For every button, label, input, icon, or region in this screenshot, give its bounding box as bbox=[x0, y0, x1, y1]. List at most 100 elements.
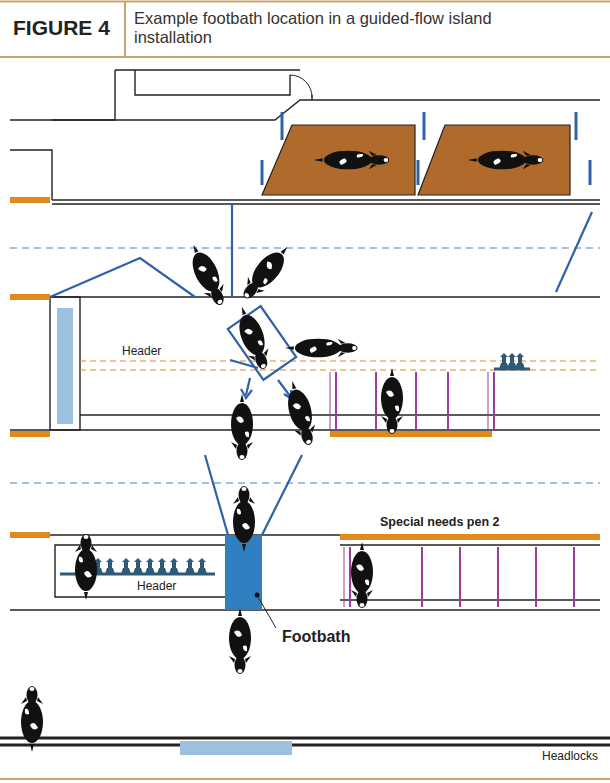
feed-symbols-part bbox=[133, 558, 143, 574]
rail-label: Headlocks bbox=[540, 750, 600, 764]
cows-part bbox=[233, 486, 255, 552]
pen-dividers bbox=[330, 372, 574, 607]
feed-symbols-part bbox=[507, 353, 517, 369]
stalls-part bbox=[314, 151, 390, 170]
guide-gates-part bbox=[262, 455, 302, 535]
feed-symbols-part bbox=[145, 558, 155, 574]
barn-walls-part bbox=[10, 70, 115, 120]
pen-dividers-part bbox=[349, 547, 351, 607]
barn-walls-part bbox=[115, 69, 300, 70]
pen-dividers-part bbox=[415, 372, 417, 430]
blue-posts-part bbox=[423, 112, 426, 140]
feed-symbols-part bbox=[169, 558, 179, 574]
barn-walls-part bbox=[135, 70, 290, 95]
pen-dividers-part bbox=[488, 372, 489, 430]
frame-rules-part bbox=[124, 2, 126, 57]
cows-part bbox=[75, 534, 97, 600]
blue-posts-part bbox=[575, 112, 578, 140]
cows-part bbox=[231, 303, 274, 373]
frame-rules-part bbox=[0, 778, 610, 780]
dashed-lines-part bbox=[10, 247, 600, 248]
barn-walls bbox=[10, 70, 600, 610]
barn-walls-part bbox=[80, 414, 600, 415]
cows-part bbox=[381, 368, 403, 434]
blue-posts bbox=[262, 112, 590, 185]
guide-gates bbox=[50, 204, 592, 535]
feed-symbols-part bbox=[494, 368, 530, 371]
guide-gates-part bbox=[556, 212, 592, 292]
barn-walls-part bbox=[10, 296, 600, 297]
orange-bars-part bbox=[330, 431, 492, 437]
figure-caption: Example footbath location in a guided-fl… bbox=[134, 9, 534, 47]
orange-bars-part bbox=[10, 431, 50, 437]
stalls bbox=[262, 125, 570, 195]
frame-rules-part bbox=[0, 1, 610, 3]
feed-symbols-part bbox=[157, 558, 167, 574]
guide-gates-part bbox=[230, 360, 258, 368]
orange-bars-part bbox=[10, 532, 50, 538]
blue-posts-part bbox=[261, 160, 264, 185]
feed-symbols bbox=[60, 353, 530, 574]
pen-dividers-part bbox=[497, 547, 499, 607]
pen-dividers-part bbox=[535, 547, 537, 607]
headlock-rail-part bbox=[0, 737, 610, 740]
barn-walls-part bbox=[52, 203, 600, 204]
area-label: Header bbox=[120, 345, 163, 359]
pen-dividers-part bbox=[344, 547, 345, 607]
dashed-lines-part bbox=[10, 482, 600, 483]
headlock-rail bbox=[0, 738, 610, 755]
pen-dividers-part bbox=[459, 547, 461, 607]
part-label: Footbath bbox=[280, 628, 352, 646]
feed-symbols-part bbox=[499, 353, 509, 369]
blue-posts-part bbox=[589, 160, 592, 185]
guide-gates-part bbox=[278, 380, 290, 396]
guide-gates-part bbox=[205, 455, 228, 535]
leader-line bbox=[258, 597, 276, 628]
pen-dividers-part bbox=[573, 547, 575, 607]
cows-part bbox=[236, 240, 295, 305]
cows bbox=[21, 240, 403, 752]
cows-part bbox=[351, 542, 373, 608]
feed-symbols-part bbox=[121, 558, 131, 574]
orange-bars-part bbox=[10, 294, 50, 300]
area-label: Header bbox=[135, 580, 178, 594]
pen-dividers-part bbox=[335, 372, 337, 430]
barn-walls-part bbox=[10, 150, 52, 200]
orange-bars-part bbox=[10, 197, 50, 203]
cows-part bbox=[231, 394, 253, 460]
barn-walls-part bbox=[340, 599, 600, 600]
leader-dot bbox=[255, 593, 260, 598]
feed-symbols-part bbox=[197, 558, 207, 574]
cows-part bbox=[183, 240, 231, 309]
barn-walls-part bbox=[50, 297, 80, 430]
frame-rules-part bbox=[0, 56, 610, 58]
feed-symbols-part bbox=[105, 558, 115, 574]
pen-dividers-part bbox=[493, 372, 495, 430]
barn-walls-part bbox=[52, 199, 600, 200]
pen-label: Special needs pen 2 bbox=[378, 515, 502, 529]
barn-walls-part bbox=[52, 100, 600, 120]
pen-dividers-part bbox=[421, 547, 423, 607]
pen-dividers-part bbox=[330, 372, 331, 430]
guide-gates-part bbox=[231, 204, 233, 297]
feed-symbols-part bbox=[185, 558, 195, 574]
barn-walls-part bbox=[290, 75, 312, 97]
water-trough bbox=[57, 308, 73, 424]
barn-walls-part bbox=[340, 544, 600, 545]
pen-dividers-part bbox=[375, 372, 377, 430]
barn-walls-part bbox=[311, 95, 312, 100]
figure-number: FIGURE 4 bbox=[13, 16, 110, 40]
feed-symbols-part bbox=[515, 353, 525, 369]
cows-part bbox=[229, 608, 251, 674]
stalls-part bbox=[468, 151, 544, 170]
blue-posts-part bbox=[417, 160, 420, 185]
headlock-rail-part bbox=[0, 744, 610, 747]
orange-bars-part bbox=[340, 534, 600, 540]
blue-posts-part bbox=[281, 112, 284, 140]
cows-part bbox=[21, 686, 43, 752]
cows-part bbox=[282, 378, 320, 447]
stalls-part bbox=[262, 125, 415, 195]
dashed-lines-part bbox=[80, 369, 600, 370]
